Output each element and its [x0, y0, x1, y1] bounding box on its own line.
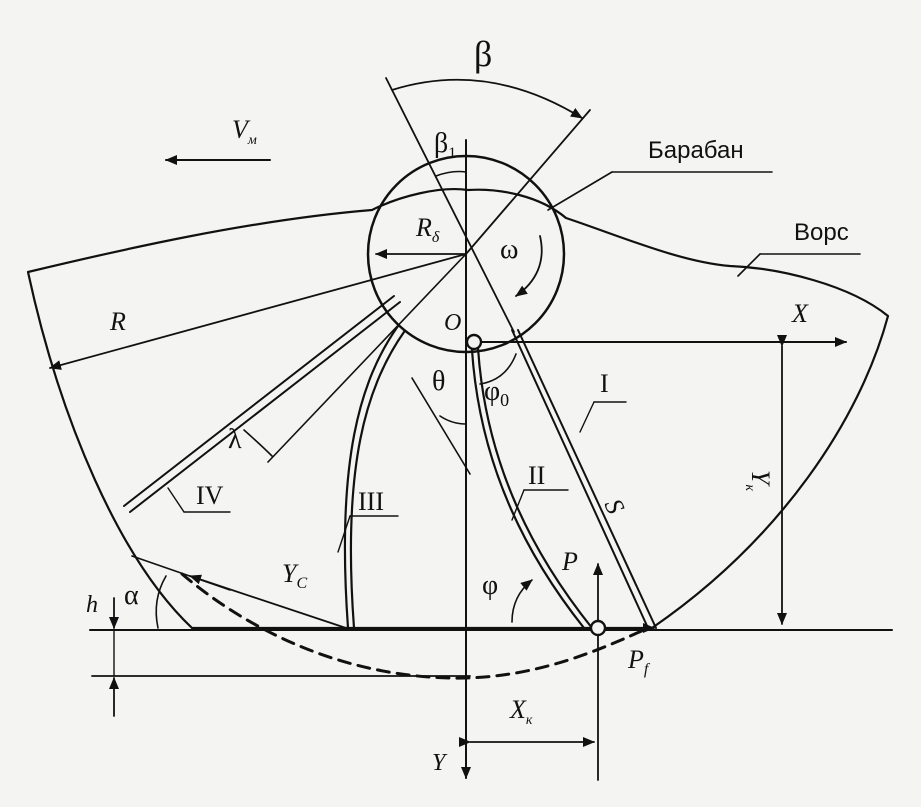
alpha-label: α: [124, 580, 139, 611]
pile-outline: [26, 188, 890, 630]
x-axis-label: X: [791, 299, 809, 328]
bristle-2: [470, 348, 586, 630]
beta-line-left: [385, 77, 515, 333]
pf-label: Pf: [627, 645, 651, 678]
yc-arrow: [189, 574, 347, 629]
deformation-curve: [180, 572, 650, 680]
phi0-arc: [479, 353, 517, 385]
beta-label: β: [474, 34, 492, 74]
contact-point: [589, 619, 607, 637]
p-label: P: [561, 547, 578, 576]
bristle-1b: [517, 329, 657, 629]
radial-ref-line: [267, 253, 467, 463]
theta-arc: [439, 415, 467, 425]
drum-radius-label: Rδ: [415, 213, 440, 246]
pile-leader: [737, 253, 761, 277]
theta-line: [411, 377, 471, 475]
bristle-3-leader: [337, 515, 351, 553]
bristle-2-label: II: [528, 461, 545, 490]
bristle-3-label: III: [358, 487, 384, 516]
bristle-3: [343, 324, 400, 630]
origin-label: O: [444, 310, 461, 336]
omega-arrow: [515, 235, 543, 297]
bristle-4b: [129, 301, 401, 513]
beta-line-right: [465, 109, 591, 255]
phi-arc: [511, 579, 533, 623]
pile-label: Ворс: [794, 219, 849, 246]
xk-label: Xк: [509, 695, 533, 728]
bristle-1: [511, 329, 649, 629]
bristle-4-leader: [167, 487, 185, 513]
yc-label: YC: [282, 559, 307, 592]
beta1-arc: [435, 170, 467, 177]
bristle-1-label: I: [600, 369, 609, 398]
bristle-3b: [349, 330, 406, 630]
alpha-arc: [155, 575, 167, 629]
yk-label: Yк: [742, 470, 775, 491]
lambda-label: λ: [228, 424, 242, 455]
drum-label: Барабан: [648, 137, 744, 164]
theta-label: θ: [432, 366, 445, 397]
h-label: h: [86, 592, 98, 618]
drum-leader: [547, 171, 613, 211]
phi-label: φ: [482, 570, 498, 601]
beta-arc: [391, 78, 583, 119]
lambda-arc: [243, 429, 273, 457]
bristle-2-leader: [511, 489, 525, 521]
radius-label: R: [109, 307, 126, 336]
s-label: S: [599, 494, 631, 518]
omega-label: ω: [500, 234, 518, 265]
vm-label: Vм: [232, 115, 257, 148]
bristle-4-label: IV: [196, 481, 224, 510]
origin-point: [465, 333, 483, 351]
bristle-4: [123, 295, 395, 507]
bristle-1-leader: [579, 401, 595, 433]
pile-radius-arrow: [49, 253, 467, 370]
y-axis-label: Y: [432, 750, 448, 776]
phi0-label: φ0: [484, 376, 509, 410]
beta1-label: β1: [434, 128, 456, 162]
